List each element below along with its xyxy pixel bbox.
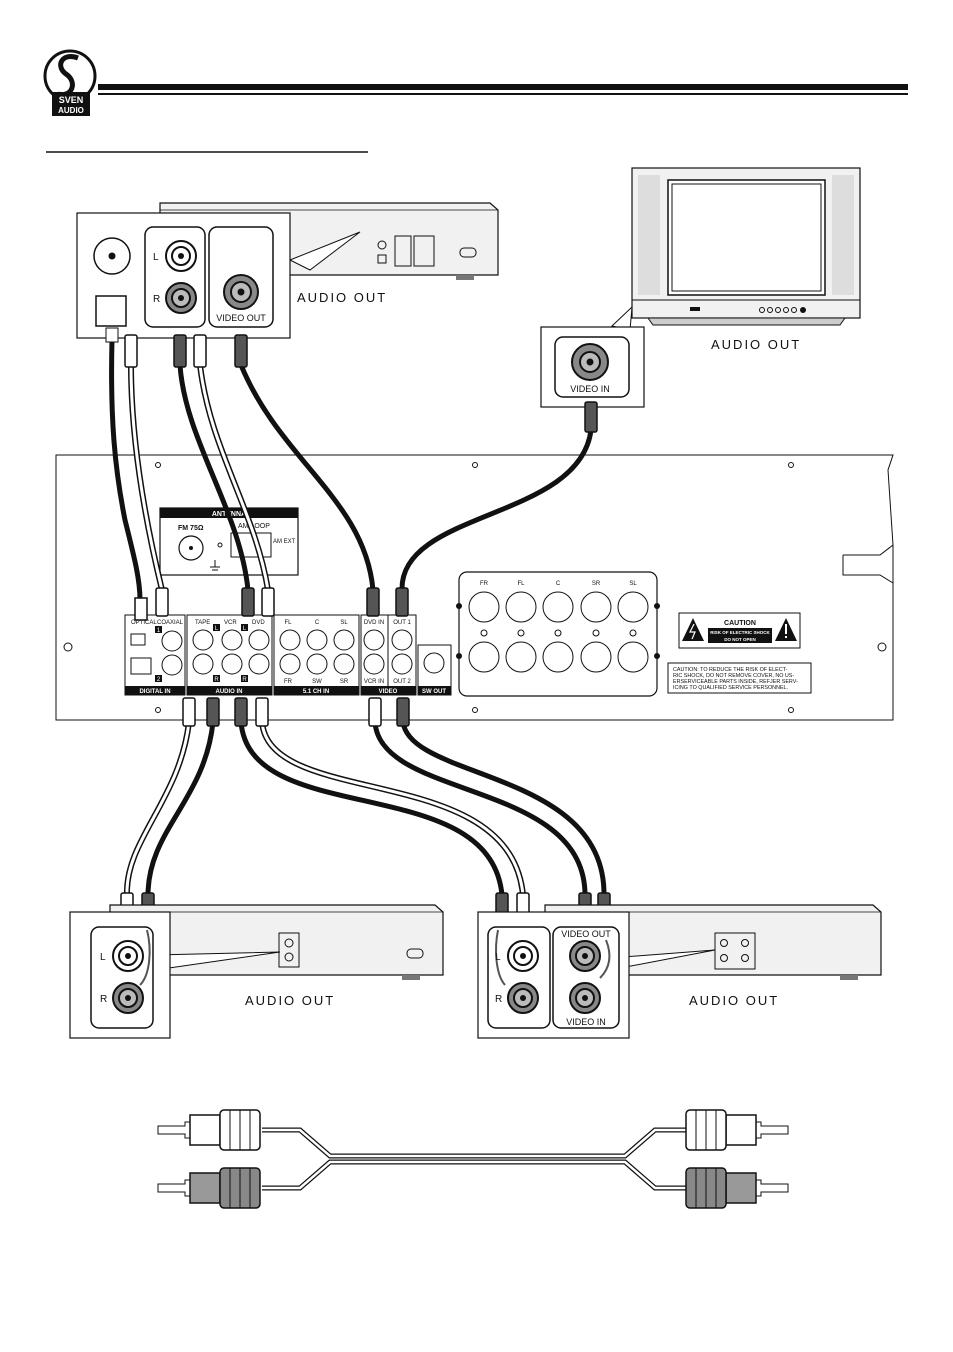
rca-cable-illustration bbox=[157, 1109, 789, 1209]
video-section: VIDEO DVD IN OUT 1 VCR IN OUT 2 bbox=[360, 614, 417, 696]
logo-text-audio: AUDIO bbox=[58, 106, 84, 115]
vcr-audio-out-label: AUDIO OUT bbox=[689, 993, 779, 1008]
sw-out-section: SW OUT bbox=[417, 644, 452, 696]
ch51-fr-label: FR bbox=[284, 679, 293, 685]
ch51-c-label: C bbox=[315, 620, 320, 626]
video-out2-label: OUT 2 bbox=[393, 679, 411, 685]
logo-text-sven: SVEN bbox=[59, 95, 84, 105]
video-out1-label: OUT 1 bbox=[393, 620, 411, 626]
tape-audio-out-label: AUDIO OUT bbox=[245, 993, 335, 1008]
digital-in-2-label: 2 bbox=[157, 677, 161, 683]
tape-left-label: L bbox=[100, 952, 106, 963]
vcr-label: VCR bbox=[224, 620, 237, 626]
ch51-fl-label: FL bbox=[284, 620, 292, 626]
coaxial-label: COAXIAL bbox=[157, 620, 184, 626]
tv-audio-out-label: AUDIO OUT bbox=[711, 337, 801, 352]
dvd-in-audio-label: DVD bbox=[252, 620, 265, 626]
speaker-label-sr: SR bbox=[592, 581, 601, 587]
cable-vcr-video-out bbox=[400, 719, 607, 898]
cable-vcr-video-in bbox=[372, 719, 588, 898]
antenna-fm-label: FM 75Ω bbox=[178, 525, 204, 532]
audio-in-right-2: R bbox=[242, 677, 247, 683]
tape-deck: L R AUDIO OUT bbox=[69, 904, 444, 1039]
sw-out-label: SW OUT bbox=[422, 689, 446, 695]
header-rule bbox=[98, 84, 908, 95]
tape-right-label: R bbox=[100, 994, 107, 1005]
vcr-video-in-label: VIDEO IN bbox=[566, 1017, 606, 1027]
caution-text-1: CAUTION: TO REDUCE THE RISK OF ELECT- bbox=[673, 667, 788, 673]
television: VIDEO IN AUDIO OUT bbox=[540, 167, 861, 408]
caution-text-3: ERSERVICEABLE PARTS INSIDE, REFJER SERV- bbox=[673, 679, 798, 685]
audio-in-right-1: R bbox=[214, 677, 219, 683]
receiver-rear-panel: ANTENNA FM 75Ω AM LOOP AM EXT DIGITAL IN… bbox=[55, 454, 894, 721]
video-label: VIDEO bbox=[379, 689, 398, 695]
dvd-audio-out-label: AUDIO OUT bbox=[297, 290, 387, 305]
video-vcr-in-label: VCR IN bbox=[364, 679, 384, 685]
speaker-terminals: FR FL C SR SL bbox=[456, 571, 660, 697]
speaker-label-fl: FL bbox=[517, 581, 525, 587]
optical-label: OPTICAL bbox=[131, 620, 157, 626]
cable-tv-video bbox=[399, 427, 594, 593]
ch51-sl-label: SL bbox=[340, 620, 348, 626]
cable-dvd-audio-right bbox=[177, 362, 251, 593]
caution-line1: RISK OF ELECTRIC SHOCK bbox=[710, 630, 770, 635]
cable-vcr-audio-dark bbox=[238, 719, 505, 898]
dvd-player: L R VIDEO OUT AUDIO OUT bbox=[76, 202, 499, 339]
caution-text-2: RIC SHOCK, DO NOT REMOVE COVER, NO US- bbox=[673, 673, 794, 679]
tv-video-in-label: VIDEO IN bbox=[570, 384, 610, 394]
tape-label: TAPE bbox=[195, 620, 210, 626]
vcr-right-label: R bbox=[495, 994, 502, 1005]
speaker-label-sl: SL bbox=[629, 581, 637, 587]
vcr: L R VIDEO OUT VIDEO IN AUDIO OUT bbox=[477, 904, 882, 1039]
audio-in-left-1: L bbox=[215, 626, 219, 632]
cable-dvd-video bbox=[238, 362, 376, 593]
ch51-sr-label: SR bbox=[340, 679, 349, 685]
dvd-right-label: R bbox=[153, 294, 160, 305]
caution-line2: DO NOT OPEN bbox=[724, 637, 756, 642]
audio-in-left-2: L bbox=[243, 626, 247, 632]
antenna-am-ext-label: AM EXT bbox=[273, 539, 296, 545]
digital-in-1-label: 1 bbox=[157, 628, 161, 634]
dvd-video-out-label: VIDEO OUT bbox=[216, 313, 266, 323]
caution-warning-text: CAUTION: TO REDUCE THE RISK OF ELECT- RI… bbox=[667, 662, 812, 694]
digital-in-section: DIGITAL IN OPTICAL COAXIAL 1 2 bbox=[124, 614, 186, 696]
speaker-label-fr: FR bbox=[480, 581, 489, 587]
audio-in-section: AUDIO IN TAPE VCR DVD L L R R bbox=[186, 614, 273, 696]
audio-in-label: AUDIO IN bbox=[216, 689, 243, 695]
ch51-in-section: 5.1 CH IN FL C SL FR SW SR bbox=[273, 614, 360, 696]
dvd-left-label: L bbox=[153, 252, 159, 263]
vcr-left-label: L bbox=[495, 952, 501, 963]
caution-title: CAUTION bbox=[724, 620, 756, 627]
ch51-in-label: 5.1 CH IN bbox=[303, 689, 329, 695]
cable-tape-dark bbox=[145, 719, 216, 898]
cables bbox=[109, 337, 607, 898]
video-dvd-in-label: DVD IN bbox=[364, 620, 384, 626]
vcr-video-out-label: VIDEO OUT bbox=[561, 929, 611, 939]
digital-in-label: DIGITAL IN bbox=[139, 689, 170, 695]
logo: SVEN AUDIO bbox=[43, 49, 97, 116]
ch51-sw-label: SW bbox=[312, 679, 322, 685]
cable-optical bbox=[109, 337, 143, 603]
caution-text-4: ICING TO QUALIFIED SERVICE PERSONNEL. bbox=[673, 685, 788, 691]
caution-label: CAUTION RISK OF ELECTRIC SHOCK DO NOT OP… bbox=[678, 612, 801, 649]
speaker-label-c: C bbox=[556, 581, 561, 587]
